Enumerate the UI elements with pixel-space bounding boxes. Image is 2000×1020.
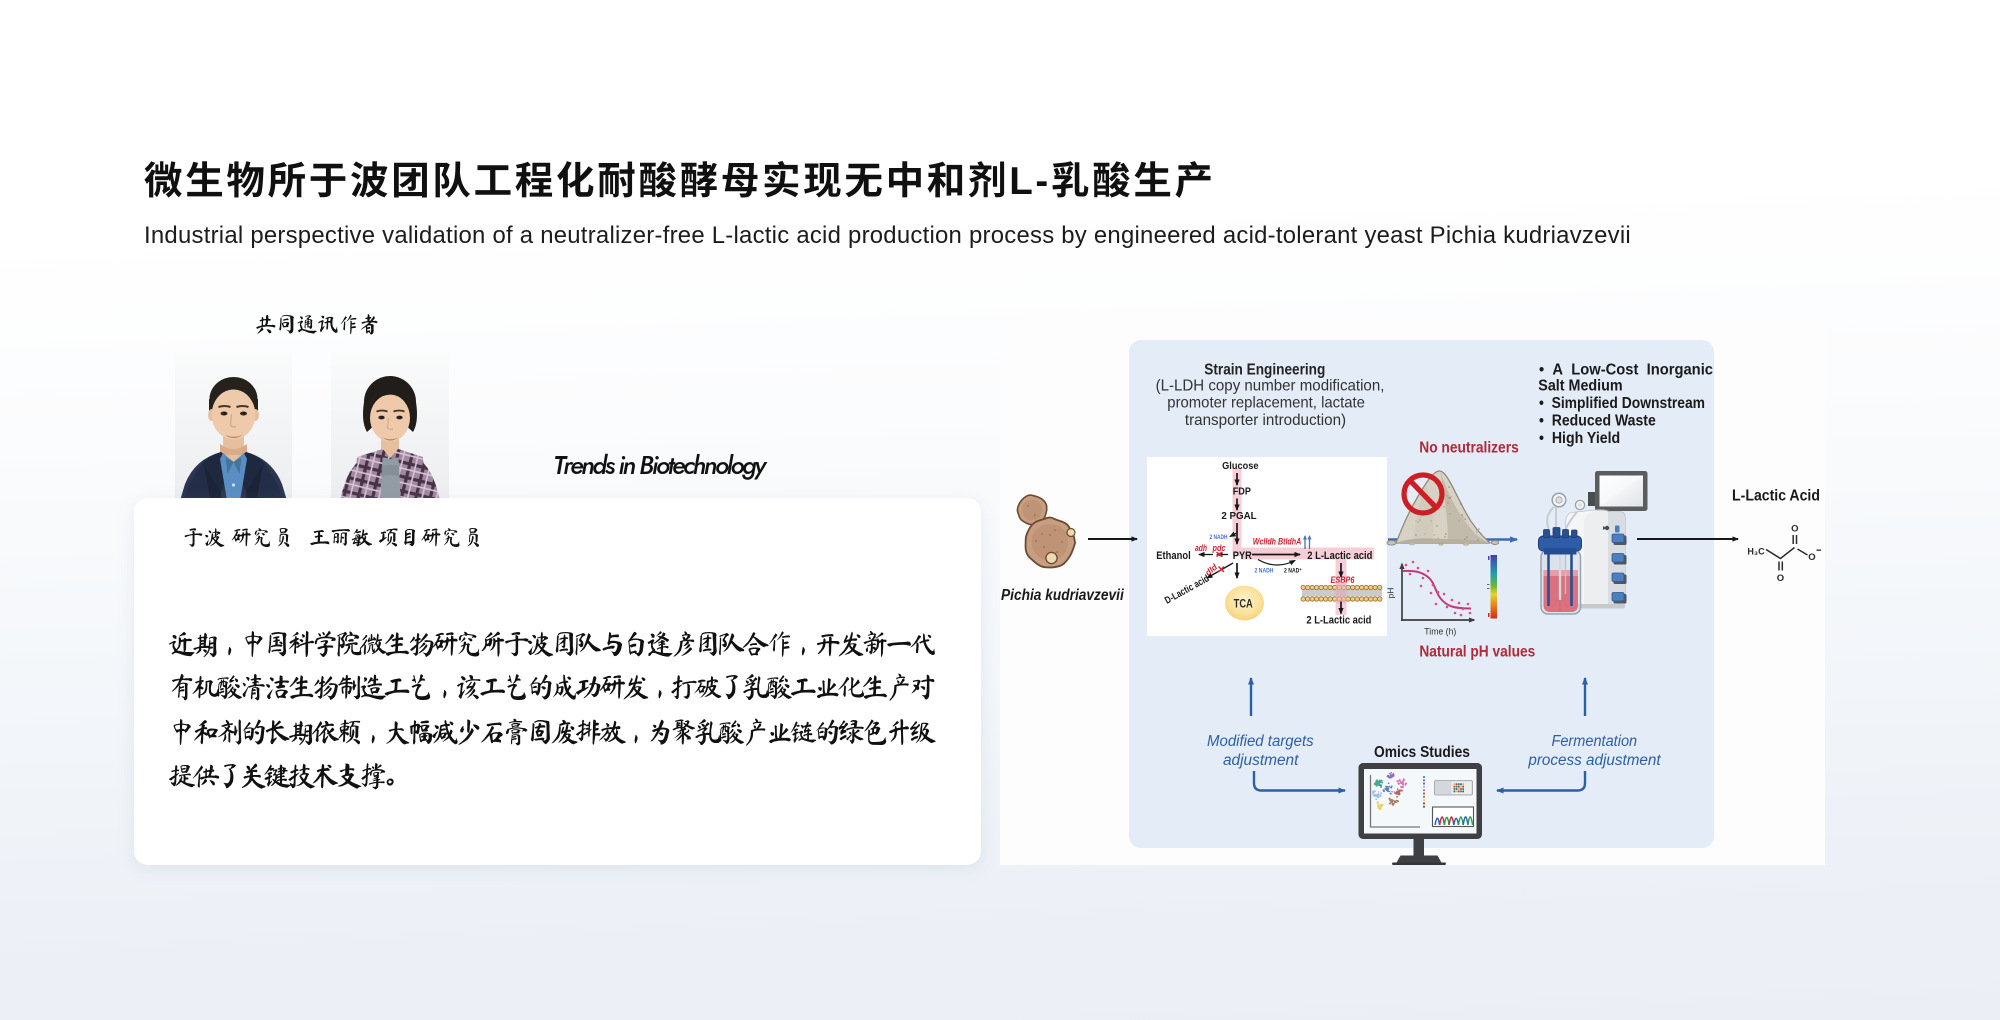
svg-text:Natural pH values: Natural pH values xyxy=(1419,644,1535,661)
svg-text:Modified targets: Modified targets xyxy=(1207,733,1314,750)
svg-text:adjustment: adjustment xyxy=(1223,752,1299,769)
svg-text:H₃C: H₃C xyxy=(1747,547,1765,557)
svg-text:ESBP6: ESBP6 xyxy=(1331,575,1355,586)
svg-text:Omics Studies: Omics Studies xyxy=(1374,744,1470,761)
svg-text:2 NADH: 2 NADH xyxy=(1255,568,1274,575)
svg-text:• High Yield: • High Yield xyxy=(1539,430,1620,447)
svg-text:• A Low-Cost Inorganic: • A Low-Cost Inorganic xyxy=(1539,362,1713,379)
svg-text:pdc: pdc xyxy=(1212,543,1226,553)
svg-text:O: O xyxy=(1808,552,1815,563)
svg-text:O: O xyxy=(1777,573,1784,584)
svg-text:• Reduced Waste: • Reduced Waste xyxy=(1539,413,1656,430)
svg-text:2 PGAL: 2 PGAL xyxy=(1221,510,1257,522)
svg-text:O: O xyxy=(1791,524,1798,535)
svg-text:Time (h): Time (h) xyxy=(1424,627,1456,637)
svg-text:FDP: FDP xyxy=(1233,486,1251,498)
svg-text:(L-LDH copy number modificatio: (L-LDH copy number modification, xyxy=(1156,378,1385,395)
svg-text:Wclldh BtldhA: Wclldh BtldhA xyxy=(1253,537,1301,547)
svg-text:Glucose: Glucose xyxy=(1222,460,1258,472)
svg-text:PYR: PYR xyxy=(1233,550,1252,562)
svg-text:Strain Engineering: Strain Engineering xyxy=(1204,362,1325,379)
svg-text:pH: pH xyxy=(1386,588,1396,599)
svg-text:process adjustment: process adjustment xyxy=(1527,752,1661,769)
svg-text:adh: adh xyxy=(1195,543,1207,553)
svg-text:L-Lactic Acid: L-Lactic Acid xyxy=(1732,488,1820,505)
svg-text:2 NADH: 2 NADH xyxy=(1210,534,1228,541)
svg-text:No neutralizers: No neutralizers xyxy=(1419,440,1519,457)
svg-text:• Simplified Downstream: • Simplified Downstream xyxy=(1539,395,1705,412)
svg-text:Fermentation: Fermentation xyxy=(1551,733,1637,750)
svg-text:2 L-Lactic acid: 2 L-Lactic acid xyxy=(1307,550,1372,562)
svg-text:TCA: TCA xyxy=(1234,597,1253,611)
svg-text:transporter introduction): transporter introduction) xyxy=(1185,412,1346,429)
svg-text:2 L-Lactic acid: 2 L-Lactic acid xyxy=(1306,615,1371,627)
svg-text:2 NAD⁺: 2 NAD⁺ xyxy=(1284,568,1302,575)
svg-text:Pichia kudriavzevii: Pichia kudriavzevii xyxy=(1001,587,1124,604)
svg-text:Ethanol: Ethanol xyxy=(1156,550,1190,562)
svg-text:promoter replacement, lactate: promoter replacement, lactate xyxy=(1167,395,1365,412)
svg-text:Salt Medium: Salt Medium xyxy=(1538,378,1622,395)
